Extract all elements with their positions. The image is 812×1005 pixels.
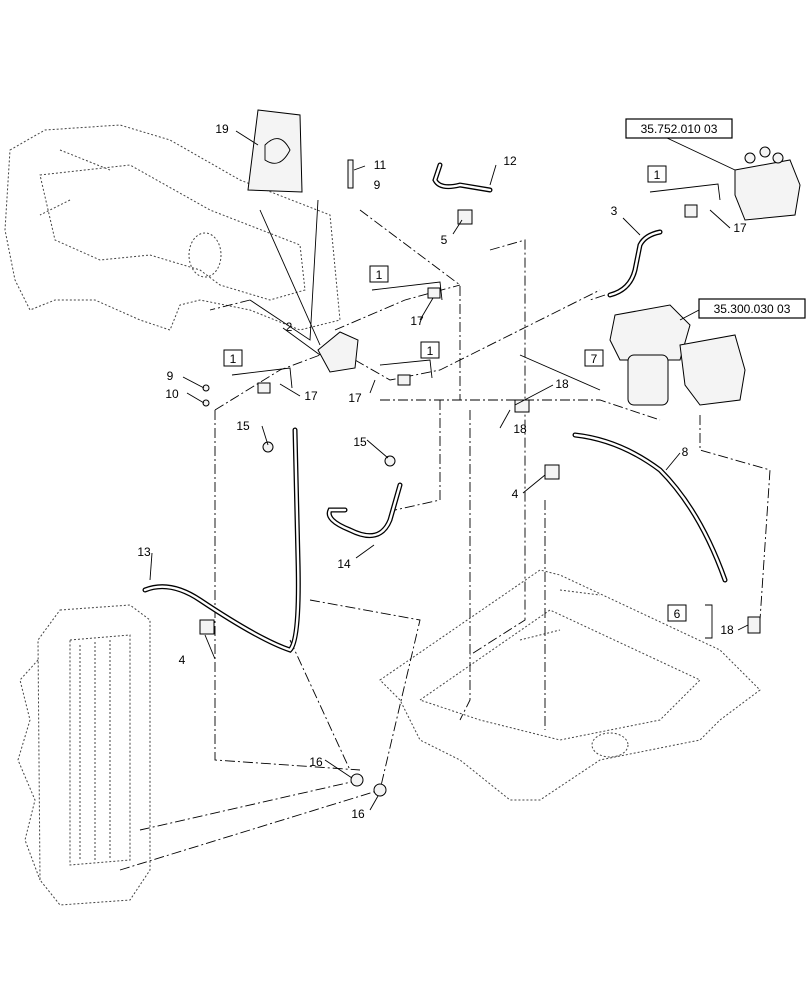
callout-9: 9 [167,369,174,383]
callout-14: 14 [337,557,351,571]
callout-8: 8 [682,445,689,459]
callout-18: 18 [720,623,734,637]
kit-box-1d: 1 [223,349,293,389]
svg-text:1: 1 [230,352,237,366]
svg-text:1: 1 [654,168,661,182]
callout-17: 17 [348,391,362,405]
radiator-outline [17,604,151,906]
callout-18: 18 [555,377,569,391]
parts-bag-19 [247,109,303,193]
callout-12: 12 [503,154,517,168]
callout-17: 17 [410,314,424,328]
callout-19: 19 [215,122,229,136]
kit-box-1c: 1 [379,341,440,379]
callout-10: 10 [165,387,179,401]
callout-2: 2 [286,320,293,334]
svg-text:6: 6 [674,607,681,621]
reference-box-35-752-010-03: 35.752.010 03 [625,118,733,139]
callout-3: 3 [611,204,618,218]
callout-17: 17 [733,221,747,235]
callout-18: 18 [513,422,527,436]
connection-lines [119,209,771,871]
filter-housing [609,304,746,406]
callout-labels: 19 11 9 12 5 3 17 17 2 9 10 17 17 18 18 … [137,122,747,821]
callout-4: 4 [512,487,519,501]
pump-valve-block [734,146,801,221]
callout-9: 9 [374,178,381,192]
callout-13: 13 [137,545,151,559]
callout-17: 17 [304,389,318,403]
kit-box-6: 6 [667,604,713,639]
callout-5: 5 [441,233,448,247]
reference-text: 35.752.010 03 [641,122,718,136]
callout-15: 15 [236,419,250,433]
kit-box-1b: 1 [369,265,443,301]
valve-2 [317,331,359,373]
upper-frame-outline [4,124,341,331]
callout-11: 11 [374,158,387,172]
reference-box-35-300-030-03: 35.300.030 03 [698,298,806,319]
svg-text:1: 1 [427,344,434,358]
lower-frame-outline [379,569,761,801]
kit-box-1a: 1 [647,165,721,201]
callout-4: 4 [179,653,186,667]
kit-box-7: 7 [519,349,604,391]
fittings [199,159,761,797]
leader-lines [149,129,749,811]
hoses [142,162,728,653]
callout-15: 15 [353,435,367,449]
callout-16: 16 [309,755,323,769]
svg-text:7: 7 [591,352,598,366]
svg-text:1: 1 [376,268,383,282]
callout-16: 16 [351,807,365,821]
reference-text: 35.300.030 03 [714,302,791,316]
